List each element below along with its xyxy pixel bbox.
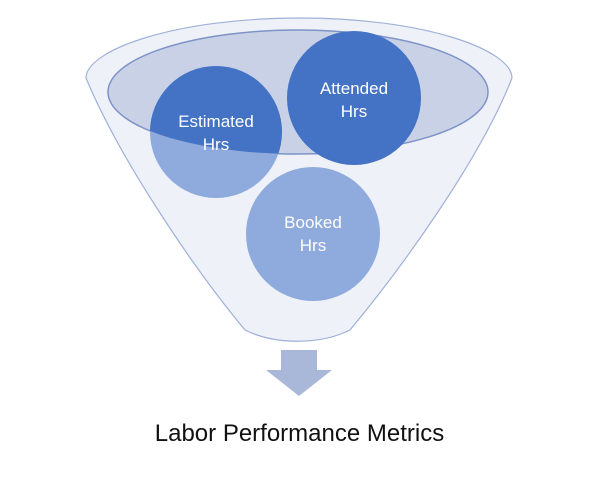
estimated-hrs-circle (150, 66, 282, 154)
booked-hrs-circle (246, 167, 380, 301)
booked-hrs-label: Booked Hrs (284, 213, 342, 255)
result-label: Labor Performance Metrics (154, 420, 445, 447)
down-arrow-icon (266, 350, 332, 396)
estimated-hrs-label: Estimated Hrs (178, 112, 254, 154)
attended-hrs-circle (287, 31, 421, 165)
attended-hrs-label: Attended Hrs (319, 79, 389, 121)
